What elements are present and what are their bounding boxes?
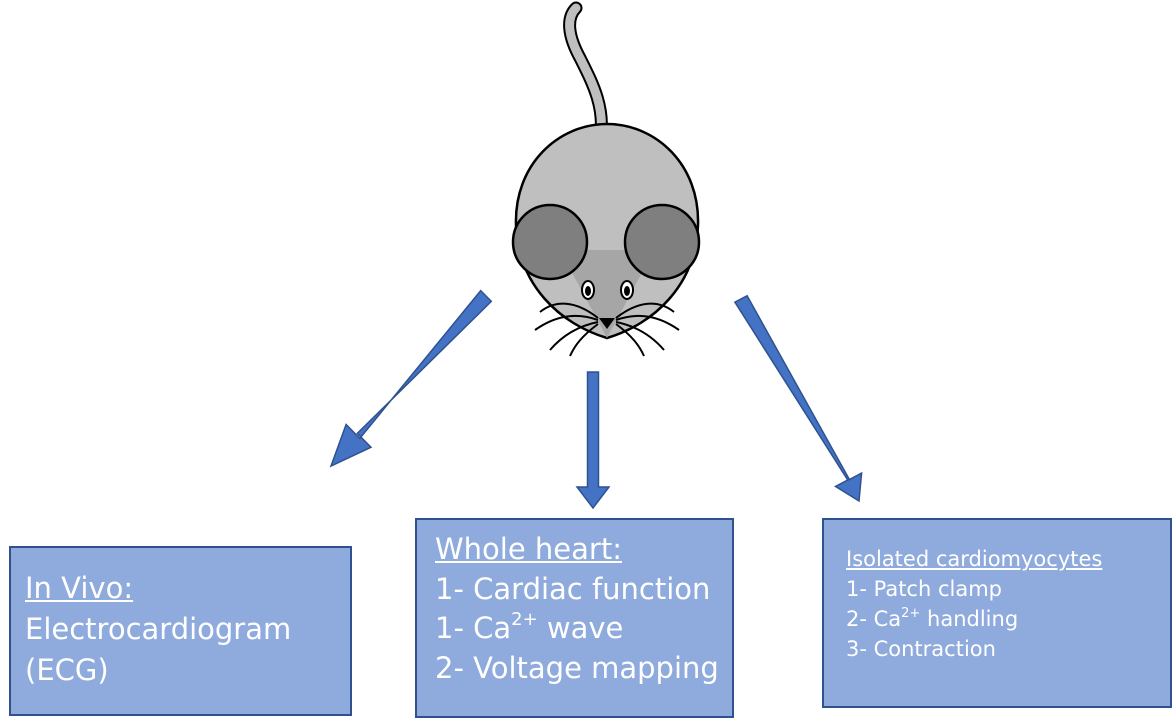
isolated-line-2-prefix: 2- Ca — [846, 607, 901, 631]
whole-heart-line-2-suffix: wave — [538, 611, 624, 645]
isolated-cardiomyocytes-title: Isolated cardiomyocytes — [846, 544, 1170, 574]
arrow-left-icon — [331, 291, 491, 466]
in-vivo-line-2: (ECG) — [25, 650, 350, 691]
isolated-line-1: 1- Patch clamp — [846, 574, 1170, 604]
whole-heart-box: Whole heart: 1- Cardiac function 1- Ca2+… — [415, 518, 734, 718]
whole-heart-line-2-prefix: 1- Ca — [435, 611, 511, 645]
isolated-line-2: 2- Ca2+ handling — [846, 604, 1170, 634]
isolated-line-2-sup: 2+ — [901, 606, 920, 621]
in-vivo-box: In Vivo: Electrocardiogram (ECG) — [9, 546, 352, 716]
arrow-middle-icon — [577, 372, 609, 508]
whole-heart-line-2-sup: 2+ — [511, 609, 538, 630]
whole-heart-title: Whole heart: — [435, 530, 732, 570]
arrow-right-icon — [735, 296, 862, 501]
isolated-line-2-suffix: handling — [920, 607, 1018, 631]
whole-heart-line-3: 2- Voltage mapping — [435, 649, 732, 689]
in-vivo-line-1: Electrocardiogram — [25, 609, 350, 650]
isolated-cardiomyocytes-box: Isolated cardiomyocytes 1- Patch clamp 2… — [822, 518, 1172, 708]
isolated-line-3: 3- Contraction — [846, 634, 1170, 664]
in-vivo-title: In Vivo: — [25, 568, 350, 609]
whole-heart-line-1: 1- Cardiac function — [435, 570, 732, 610]
whole-heart-line-2: 1- Ca2+ wave — [435, 609, 732, 649]
